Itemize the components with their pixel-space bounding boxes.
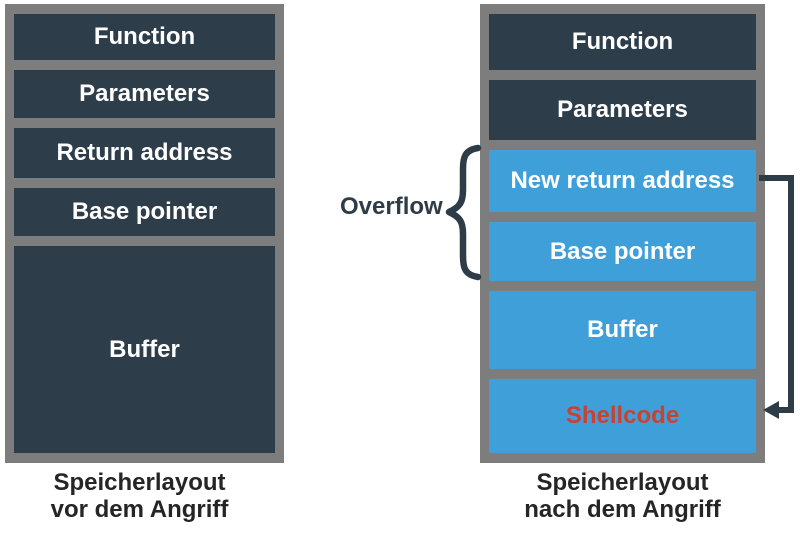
memory-box-parameters: Parameters — [14, 70, 275, 118]
memory-box-buffer: Buffer — [14, 246, 275, 453]
caption-line: Speicherlayout — [536, 469, 709, 496]
memory-box-function: Function — [14, 14, 275, 60]
memory-box-label: Function — [93, 23, 196, 50]
caption-before-attack: Speicherlayout vor dem Angriff — [0, 469, 279, 523]
memory-box-buffer: Buffer — [489, 291, 756, 369]
memory-box-label: Return address — [56, 139, 233, 166]
memory-box-label: Shellcode — [565, 402, 680, 429]
overflow-brace-icon — [445, 144, 482, 281]
memory-box-label: Base pointer — [71, 198, 218, 225]
memory-box-label: New return address — [510, 167, 735, 194]
caption-line: vor dem Angriff — [50, 496, 229, 523]
redirect-arrow-line — [759, 175, 794, 413]
overflow-label: Overflow — [340, 193, 443, 220]
memory-box-label: Parameters — [79, 80, 210, 107]
memory-box-base-pointer: Base pointer — [489, 222, 756, 281]
memory-box-shellcode: Shellcode — [489, 379, 756, 453]
memory-stack-after-attack: Function Parameters New return address B… — [480, 4, 765, 463]
memory-box-function: Function — [489, 14, 756, 70]
caption-after-attack: Speicherlayout nach dem Angriff — [480, 469, 765, 523]
memory-box-label: Parameters — [557, 96, 688, 123]
caption-line: Speicherlayout — [53, 469, 226, 496]
memory-box-base-pointer: Base pointer — [14, 188, 275, 236]
memory-box-label: Base pointer — [549, 237, 696, 265]
memory-box-parameters: Parameters — [489, 80, 756, 140]
memory-box-label: Buffer — [109, 335, 180, 363]
memory-box-label: Buffer — [587, 316, 658, 343]
redirect-arrowhead-icon — [763, 401, 779, 419]
memory-stack-before-attack: Function Parameters Return address Base … — [5, 4, 284, 463]
memory-box-new-return-address: New return address — [489, 150, 756, 212]
memory-box-return-address: Return address — [14, 128, 275, 178]
caption-line: nach dem Angriff — [524, 496, 721, 523]
memory-box-label: Function — [571, 28, 674, 55]
